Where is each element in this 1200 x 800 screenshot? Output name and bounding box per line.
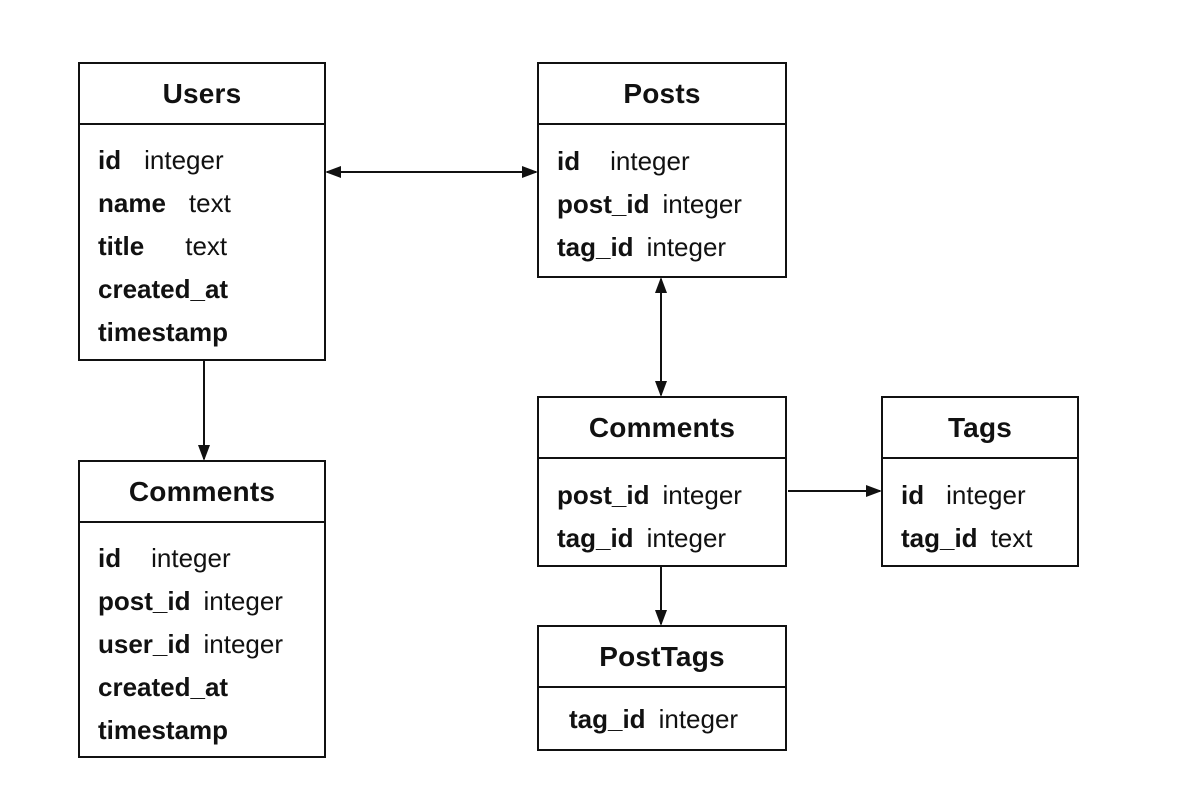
comments-left-field: user_id integer [98, 622, 324, 665]
posts-field-name: id [557, 145, 581, 176]
tags-field-type: text [990, 522, 1033, 553]
comments-left-field-name: id [98, 542, 122, 573]
comments-left-field-name: created_at [98, 671, 229, 702]
comments-right-field: post_id integer [557, 473, 785, 516]
tags-field-name: tag_id [901, 522, 978, 553]
tags-field: id integer [901, 473, 1077, 516]
posts-field-name: post_id [557, 188, 650, 219]
users-field: created_at [98, 267, 324, 310]
comments-left-field-type: integer [203, 585, 283, 616]
comments-left-field-name: timestamp [98, 714, 229, 745]
posts-field: tag_id integer [557, 225, 785, 268]
posts-field-type: integer [662, 188, 742, 219]
comments-left-field-type: integer [151, 542, 231, 573]
comments-left-field: timestamp [98, 708, 324, 751]
users-field-name: id [98, 144, 122, 175]
posts-field-type: integer [610, 145, 690, 176]
comments-right-field-name: tag_id [557, 522, 634, 553]
users-field: name text [98, 181, 324, 224]
comments-table-right: Comments post_id integer tag_id integer [537, 396, 787, 567]
posttags-field-name: tag_id [569, 703, 646, 734]
users-field: title text [98, 224, 324, 267]
users-field: id integer [98, 138, 324, 181]
tags-table: Tags id integer tag_id text [881, 396, 1079, 567]
comments-left-field-name: user_id [98, 628, 191, 659]
posts-field-name: tag_id [557, 231, 634, 262]
users-field: timestamp [98, 310, 324, 353]
comments-right-field-type: integer [646, 522, 727, 553]
users-table-title: Users [80, 64, 324, 125]
comments-right-table-title: Comments [539, 398, 785, 459]
users-field-type: integer [144, 144, 224, 175]
posttags-table: PostTags tag_id integer [537, 625, 787, 751]
tags-table-title: Tags [883, 398, 1077, 459]
users-field-type: text [185, 230, 228, 261]
comments-left-field-name: post_id [98, 585, 191, 616]
comments-left-field-type: integer [203, 628, 284, 659]
users-field-name: name [98, 187, 166, 218]
comments-right-field: tag_id integer [557, 516, 785, 559]
posts-table: Posts id integer post_id integer tag_id … [537, 62, 787, 278]
posts-field-type: integer [646, 231, 727, 262]
posttags-field: tag_id integer [569, 697, 785, 740]
comments-right-field-type: integer [662, 479, 742, 510]
posts-field: id integer [557, 139, 785, 182]
users-field-name: created_at [98, 273, 229, 304]
users-field-name: title [98, 230, 145, 261]
posttags-table-title: PostTags [539, 627, 785, 688]
users-table: Users id integer name text title text cr… [78, 62, 326, 361]
users-field-name: timestamp [98, 316, 229, 347]
tags-field-name: id [901, 479, 925, 510]
comments-table-left: Comments id integer post_id integer user… [78, 460, 326, 758]
posts-table-title: Posts [539, 64, 785, 125]
posttags-field-type: integer [658, 703, 739, 734]
tags-field-type: integer [946, 479, 1026, 510]
posts-field: post_id integer [557, 182, 785, 225]
users-field-type: text [188, 187, 231, 218]
tags-field: tag_id text [901, 516, 1077, 559]
comments-left-field: id integer [98, 536, 324, 579]
comments-left-field: created_at [98, 665, 324, 708]
comments-left-table-title: Comments [80, 462, 324, 523]
comments-right-field-name: post_id [557, 479, 650, 510]
comments-left-field: post_id integer [98, 579, 324, 622]
